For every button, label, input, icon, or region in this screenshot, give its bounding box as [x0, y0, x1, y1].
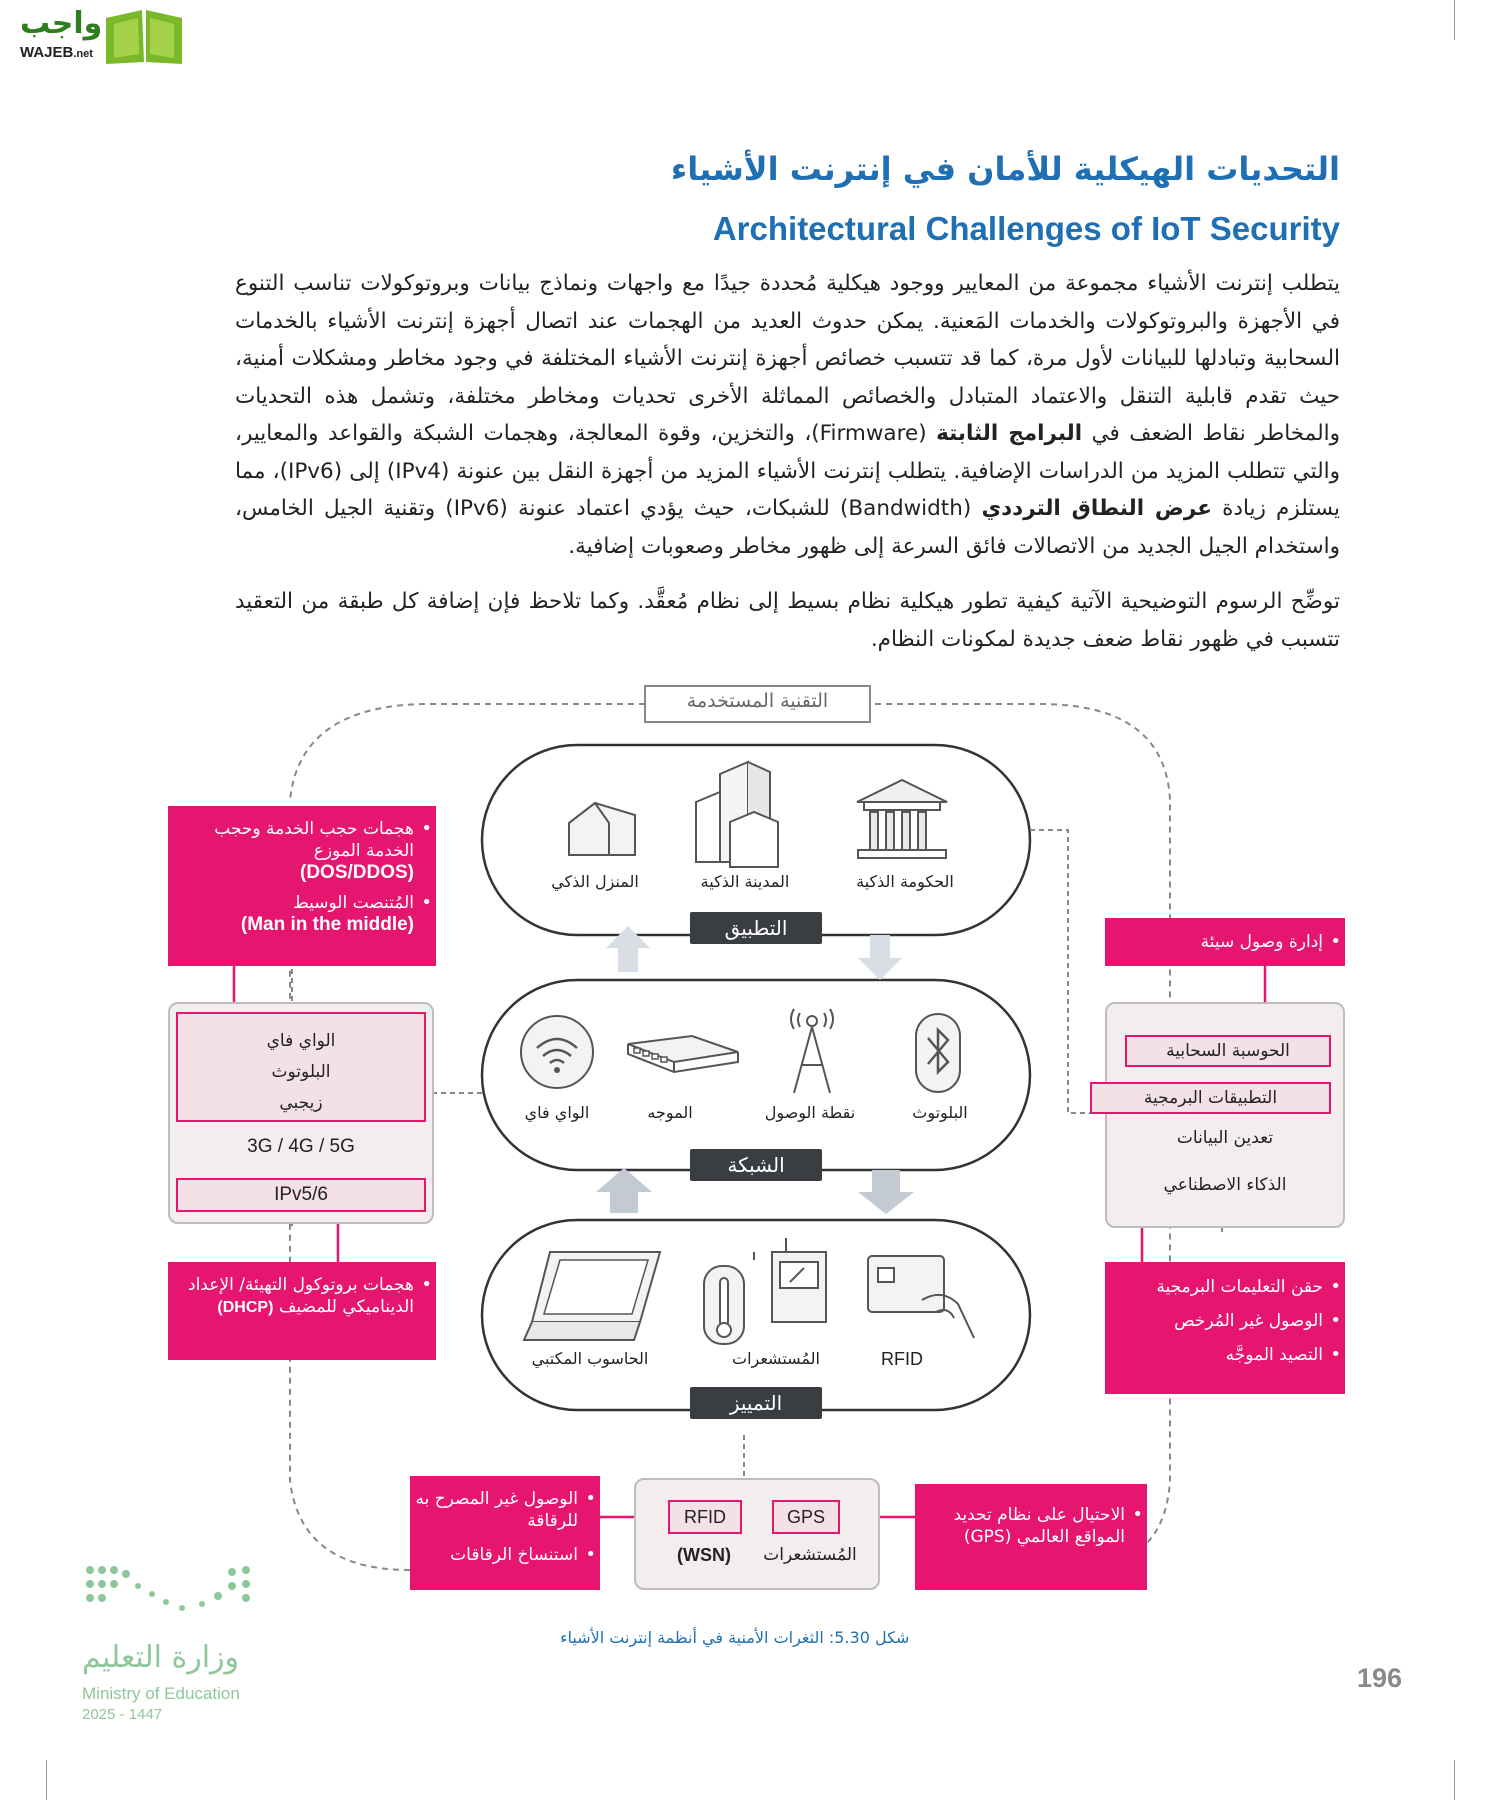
attack-mitm-en: (Man in the middle) — [240, 914, 414, 935]
page-number: 196 — [1357, 1663, 1403, 1693]
label-smart-government: الحكومة الذكية — [856, 872, 954, 891]
connector-right-app — [1030, 829, 1105, 1114]
label-rfid: RFID — [881, 1349, 923, 1369]
label-bluetooth: البلوتوث — [912, 1103, 968, 1122]
attack-dhcp-en: (DHCP) — [217, 1299, 274, 1316]
attack-unauthorized-access: الوصول غير المُرخص — [1105, 1310, 1341, 1332]
smart-home-icon — [568, 801, 636, 856]
label-wifi: الواي فاي — [524, 1103, 590, 1122]
tech-mobile-generations: 3G / 4G / 5G — [247, 1136, 355, 1157]
smart-city-icon — [695, 760, 779, 868]
attack-mitm-text: المُتنصت الوسيط — [292, 893, 414, 913]
paragraph-1-part1: يتطلب إنترنت الأشياء مجموعة من المعايير … — [235, 271, 1340, 446]
tag-perception: التمييز — [690, 1387, 822, 1419]
bottom-rfid-box: RFID — [668, 1500, 742, 1534]
bottom-wsn: (WSN) — [677, 1545, 731, 1565]
router-icon — [627, 1034, 739, 1074]
tech-wifi: الواي فاي — [266, 1031, 336, 1051]
attack-item: هجمات حجب الخدمة وحجب الخدمة الموزع(DOS/… — [168, 818, 432, 884]
label-access-point: نقطة الوصول — [764, 1103, 856, 1122]
crop-mark — [1454, 1760, 1455, 1800]
crop-mark — [46, 1760, 47, 1800]
tech-data-mining: تعدين البيانات — [1176, 1128, 1274, 1148]
attack-box-left-bottom: هجمات بروتوكول التهيئة/ الإعداد الدينامي… — [168, 1262, 436, 1360]
paragraph-2: توضِّح الرسوم التوضيحية الآتية كيفية تطو… — [235, 589, 1340, 652]
smart-government-icon — [856, 778, 948, 859]
tech-ai: الذكاء الاصطناعي — [1163, 1175, 1287, 1195]
figure-caption: شكل 5.30: الثغرات الأمنية في أنظمة إنترن… — [560, 1628, 910, 1647]
bottom-center-box — [634, 1478, 880, 1590]
wajeb-logo: واجب WAJEB.net — [8, 6, 188, 66]
ministry-dots-logo — [86, 1566, 250, 1611]
attack-dhcp-text: هجمات بروتوكول التهيئة/ الإعداد الدينامي… — [188, 1275, 414, 1317]
attack-gps-spoofing: الاحتيال على نظام تحديد المواقع العالمي … — [915, 1504, 1143, 1548]
tech-cloud-box: الحوسبة السحابية — [1125, 1035, 1331, 1067]
label-smart-home: المنزل الذكي — [551, 872, 639, 891]
attack-dos-en: (DOS/DDOS) — [299, 862, 414, 883]
arrow-down-right-2 — [858, 1170, 914, 1214]
attack-box-right-bottom: حقن التعليمات البرمجية الوصول غير المُرخ… — [1105, 1262, 1345, 1394]
section-title-arabic: التحديات الهيكلية للأمان في إنترنت الأشي… — [670, 150, 1340, 188]
ministry-name-english: Ministry of Education — [82, 1684, 240, 1703]
bluetooth-icon — [915, 1013, 961, 1093]
bottom-sensors: المُستشعرات — [763, 1545, 857, 1565]
rfid-card-icon — [867, 1255, 975, 1339]
attack-chip-access: الوصول غير المصرح به للرقاقة — [410, 1488, 596, 1532]
logo-arabic: واجب — [20, 6, 103, 41]
paragraph-1-part3: (Bandwidth) للشبكات، حيث يؤدي اعتماد عنو… — [235, 496, 1340, 559]
book-icon — [106, 10, 182, 64]
access-point-icon — [790, 1008, 834, 1094]
section-title-english: Architectural Challenges of IoT Security — [712, 210, 1340, 247]
tech-software-box: التطبيقات البرمجية — [1090, 1082, 1331, 1114]
label-desktop: الحاسوب المكتبي — [531, 1349, 649, 1368]
tech-bluetooth: البلوتوث — [271, 1062, 331, 1082]
attack-box-bottom-left: الوصول غير المصرح به للرقاقة استنساخ الر… — [410, 1476, 600, 1590]
desktop-computer-icon — [522, 1251, 662, 1341]
attack-box-right-top: إدارة وصول سيئة — [1105, 918, 1345, 966]
label-router: الموجه — [647, 1103, 693, 1122]
attack-code-injection: حقن التعليمات البرمجية — [1105, 1276, 1341, 1298]
attack-item: إدارة وصول سيئة — [1105, 931, 1341, 953]
attack-dos-text: هجمات حجب الخدمة وحجب الخدمة الموزع — [214, 819, 414, 861]
attack-spear-phishing: التصيد الموجَّه — [1105, 1344, 1341, 1366]
paragraph-1-part2: (Firmware)، والتخزين، وقوة المعالجة، وهج… — [235, 421, 1341, 521]
arrow-up-left-2 — [596, 1168, 652, 1213]
paragraph-1: يتطلب إنترنت الأشياء مجموعة من المعايير … — [235, 265, 1340, 565]
bottom-gps-box: GPS — [772, 1500, 840, 1534]
attack-item: هجمات بروتوكول التهيئة/ الإعداد الدينامي… — [168, 1274, 432, 1319]
ministry-name-arabic: وزارة التعليم — [82, 1640, 240, 1675]
attack-item: المُتنصت الوسيط(Man in the middle) — [168, 892, 432, 936]
attack-box-left-top: هجمات حجب الخدمة وحجب الخدمة الموزع(DOS/… — [168, 806, 436, 966]
label-sensors: المُستشعرات — [732, 1349, 820, 1368]
attack-chip-cloning: استنساخ الرقاقات — [410, 1544, 596, 1566]
wifi-icon — [520, 1015, 594, 1089]
attack-box-bottom-right: الاحتيال على نظام تحديد المواقع العالمي … — [915, 1484, 1147, 1590]
logo-latin: WAJEB.net — [20, 44, 93, 61]
crop-mark — [1454, 0, 1455, 40]
tech-used-label: التقنية المستخدمة — [686, 690, 829, 712]
arrow-down-right — [858, 935, 902, 980]
left-wireless-box: الواي فاي البلوتوث زيجبي — [176, 1012, 426, 1122]
label-smart-city: المدينة الذكية — [700, 872, 790, 891]
tag-network: الشبكة — [690, 1149, 822, 1181]
ministry-year: 2025 - 1447 — [82, 1706, 163, 1723]
arrow-up-left — [606, 926, 650, 972]
sensors-icon — [703, 1238, 827, 1345]
tech-ipv-box: IPv5/6 — [176, 1178, 426, 1212]
term-firmware: البرامج الثابتة — [936, 421, 1083, 446]
logo-net: .net — [73, 48, 93, 60]
tag-application: التطبيق — [690, 912, 822, 944]
term-bandwidth: عرض النطاق الترددي — [981, 496, 1212, 521]
logo-latin-text: WAJEB — [20, 44, 74, 61]
tech-zigbee: زيجبي — [279, 1093, 323, 1113]
